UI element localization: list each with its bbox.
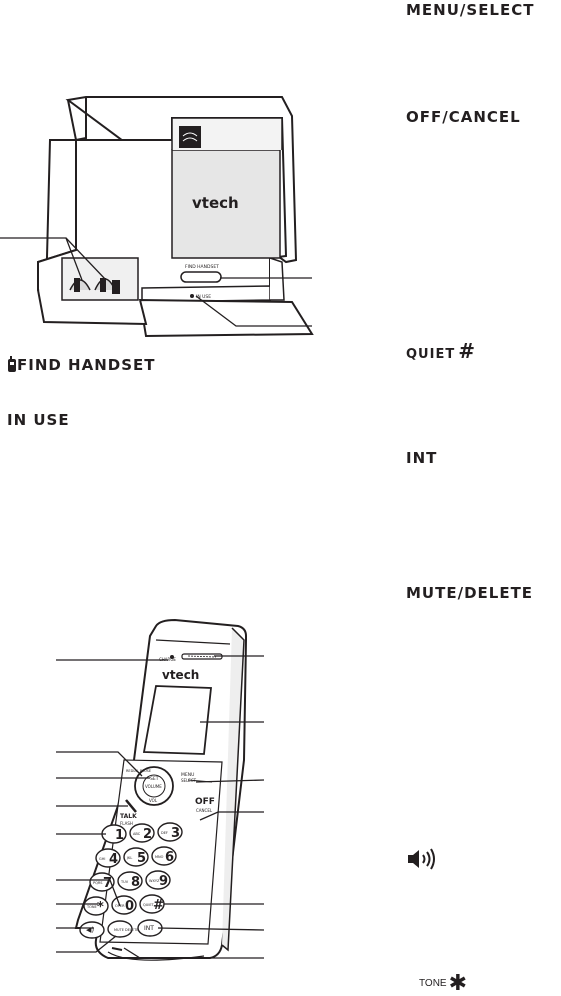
key-digit-0: 0	[125, 899, 134, 914]
select-text: SELECT	[181, 778, 197, 783]
base-find-handset-text: FIND HANDSET	[185, 264, 219, 270]
label-tone-text: TONE	[419, 978, 447, 989]
in-use-light	[190, 294, 194, 298]
base-logo: vtech	[192, 194, 239, 212]
flash-text: FLASH	[120, 821, 133, 826]
label-speaker	[406, 848, 438, 874]
key-8[interactable]	[117, 871, 143, 891]
key-digit-3: 3	[171, 826, 180, 841]
cancel-text: CANCEL	[196, 808, 213, 813]
key-digit-2: 2	[143, 827, 152, 842]
off-text: OFF	[195, 797, 215, 807]
key-letters-2: ABC	[133, 832, 141, 836]
key-9[interactable]	[145, 870, 171, 890]
label-int: INT	[406, 449, 438, 467]
key-6[interactable]	[151, 846, 177, 866]
key-3[interactable]	[157, 822, 183, 842]
key-digit-5: 5	[137, 851, 146, 866]
find-handset-button	[180, 271, 222, 283]
key-4[interactable]	[95, 848, 121, 868]
key-7[interactable]	[89, 872, 115, 892]
handset-screen	[142, 685, 212, 755]
label-quiet-text: QUIET	[406, 347, 456, 362]
label-quiet: QUIET#	[406, 339, 476, 364]
key-letters-5: JKL	[126, 856, 132, 860]
speaker-key[interactable]	[79, 921, 105, 939]
key-letters-#: QUIET	[143, 903, 155, 907]
handset-icon	[8, 356, 16, 372]
label-find-handset-text: FIND HANDSET	[17, 356, 156, 374]
key-digit-7: 7	[103, 876, 112, 891]
redial-text: REDIAL PAUSE	[126, 769, 151, 773]
speaker-key-label: ◀)	[86, 926, 94, 934]
base-front-panel	[171, 149, 281, 259]
label-quiet-symbol: #	[458, 339, 476, 363]
key-digit-#: #	[153, 898, 164, 913]
nav-volume-text: VOLUME	[145, 784, 162, 789]
key-*[interactable]	[83, 896, 109, 916]
label-menu-select: MENU/SELECT	[406, 1, 535, 19]
key-digit-*: *	[97, 900, 104, 915]
key-digit-4: 4	[109, 852, 118, 867]
base-sticker	[179, 126, 201, 148]
key-letters-*: TONE	[86, 905, 97, 909]
key-letters-9: WXYZ	[149, 879, 160, 883]
star-icon: ✱	[448, 971, 468, 996]
mute-delete-key-label: MUTE DELETE	[114, 928, 138, 932]
key-letters-0: OPER	[115, 904, 125, 908]
label-in-use: IN USE	[7, 411, 70, 429]
nav-set-text: SET	[150, 776, 159, 782]
key-digit-1: 1	[115, 828, 124, 843]
label-find-handset: FIND HANDSET	[7, 356, 156, 374]
base-in-use-text: IN USE	[196, 294, 211, 300]
key-letters-6: MNO	[155, 855, 164, 859]
speaker-icon	[408, 848, 435, 870]
key-letters-8: TUV	[120, 880, 129, 884]
key-letters-3: DEF	[161, 831, 168, 835]
key-5[interactable]	[123, 847, 149, 867]
mute-delete-key[interactable]	[107, 920, 133, 938]
talk-text: TALK	[120, 813, 137, 820]
key-digit-9: 9	[159, 874, 168, 889]
label-mute-delete: MUTE/DELETE	[406, 584, 534, 602]
key-letters-7: PQRS	[93, 881, 103, 885]
key-2[interactable]	[129, 823, 155, 843]
menu-text: MENU	[181, 772, 194, 778]
int-key-label: INT	[144, 925, 154, 932]
key-letters-4: GHI	[99, 857, 105, 861]
nav-vol-text: VOL	[149, 798, 158, 803]
key-digit-6: 6	[165, 850, 174, 865]
label-tone: TONE✱	[419, 971, 468, 996]
handset-logo: vtech	[162, 668, 199, 682]
key-digit-8: 8	[131, 875, 140, 890]
label-off-cancel: OFF/CANCEL	[406, 108, 521, 126]
